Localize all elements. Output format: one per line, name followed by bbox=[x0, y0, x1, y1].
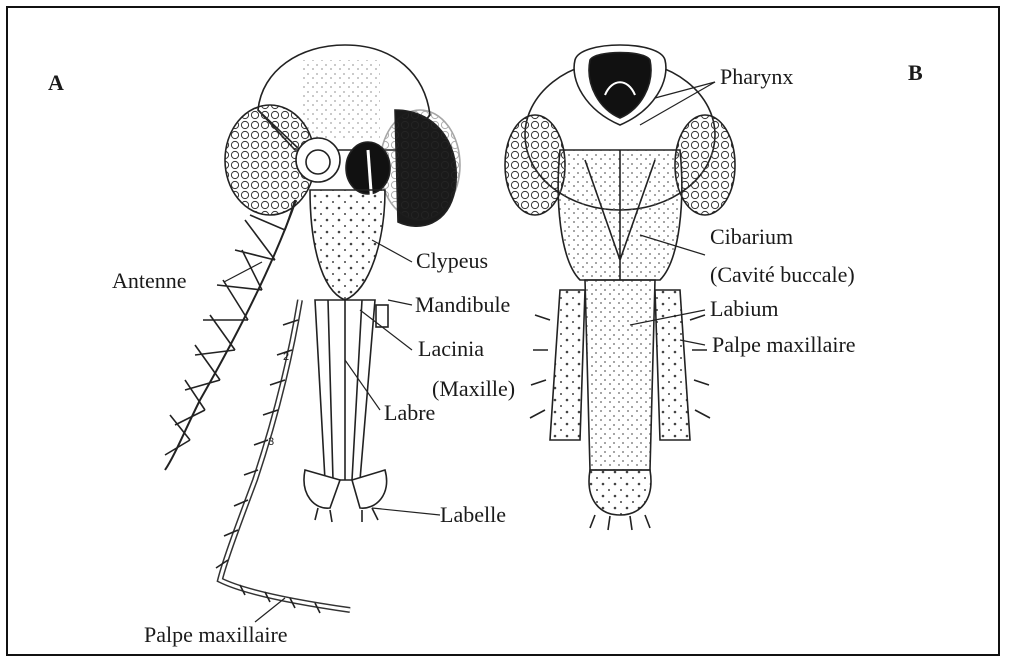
label-labre: Labre bbox=[384, 402, 435, 424]
label-maxille: (Maxille) bbox=[432, 378, 515, 400]
label-cavite-buccale: (Cavité buccale) bbox=[710, 264, 855, 286]
label-lacinia: Lacinia bbox=[418, 338, 484, 360]
panel-label-a: A bbox=[48, 72, 64, 94]
head-a: 2 3 bbox=[165, 45, 460, 613]
label-pharynx: Pharynx bbox=[720, 66, 793, 88]
head-b bbox=[505, 45, 735, 530]
label-antenne: Antenne bbox=[112, 270, 187, 292]
svg-text:2: 2 bbox=[283, 351, 289, 363]
label-labium: Labium bbox=[710, 298, 778, 320]
panel-label-b: B bbox=[908, 62, 923, 84]
label-clypeus: Clypeus bbox=[416, 250, 488, 272]
label-mandibule: Mandibule bbox=[415, 294, 510, 316]
label-labelle: Labelle bbox=[440, 504, 506, 526]
svg-text:3: 3 bbox=[268, 436, 274, 448]
label-palpe-maxillaire-b: Palpe maxillaire bbox=[712, 334, 856, 356]
label-cibarium: Cibarium bbox=[710, 226, 793, 248]
label-palpe-maxillaire-a: Palpe maxillaire bbox=[144, 624, 288, 646]
